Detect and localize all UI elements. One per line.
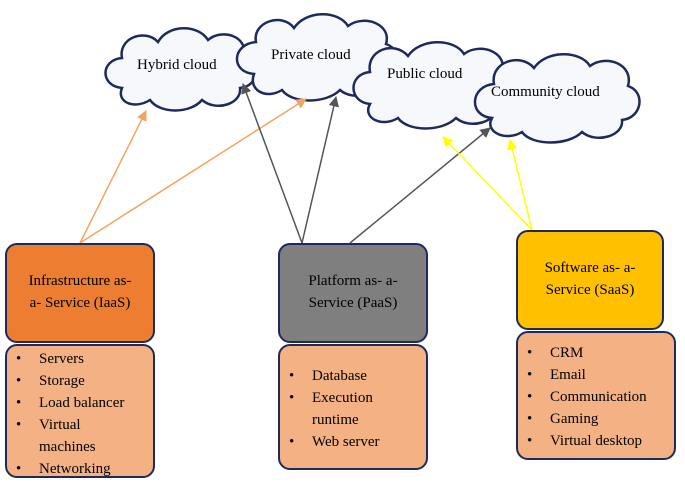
paas-title-line2: Service (PaaS) [308,295,398,311]
saas-list: CRM Email Communication Gaming Virtual d… [516,331,676,460]
arrow-paas-to-community [349,127,491,244]
saas-box: Software as- a- Service (SaaS) [516,230,664,330]
arrow-iaas-to-private [79,98,307,244]
list-item: Database [280,365,426,387]
list-item: Load balancer [7,392,153,414]
list-item: CRM [518,342,674,364]
list-item: Web server [280,431,426,453]
iaas-list: Servers Storage Load balancer Virtual ma… [5,344,155,480]
list-item: Networking [7,458,153,480]
list-item: Virtual desktop [518,430,674,452]
list-item-line: Execution [312,390,373,406]
list-item-line: machines [39,439,96,455]
iaas-title-line1: Infrastructure as- [28,273,132,290]
iaas-title-line2: a- Service (IaaS) [29,295,131,311]
list-item: Email [518,364,674,386]
list-item: Virtual machines [7,414,153,458]
iaas-box: Infrastructure as- a- Service (IaaS) [5,243,155,343]
arrow-paas-to-hybrid [241,83,303,244]
cloud-label-hybrid: Hybrid cloud [137,57,217,73]
cloud-community [473,53,641,144]
paas-box: Platform as- a- Service (PaaS) [278,243,428,343]
list-item-line: runtime [312,412,359,428]
cloud-label-private: Private cloud [271,47,351,63]
paas-list: Database Execution runtime Web server [278,344,428,470]
saas-title-line1: Software as- a- [544,260,636,277]
list-item: Communication [518,386,674,408]
arrow-paas-to-private [301,95,339,244]
cloud-label-community: Community cloud [491,84,600,100]
list-item: Gaming [518,408,674,430]
list-item: Execution runtime [280,387,426,431]
list-item: Storage [7,370,153,392]
list-item: Servers [7,348,153,370]
cloud-label-public: Public cloud [387,66,463,82]
paas-title-line1: Platform as- a- [308,273,398,290]
saas-title-line2: Service (SaaS) [545,282,635,298]
list-item-line: Virtual [39,417,81,433]
arrow-saas-to-community [507,138,533,231]
arrow-iaas-to-hybrid [79,110,147,244]
arrow-saas-to-public [442,136,533,231]
